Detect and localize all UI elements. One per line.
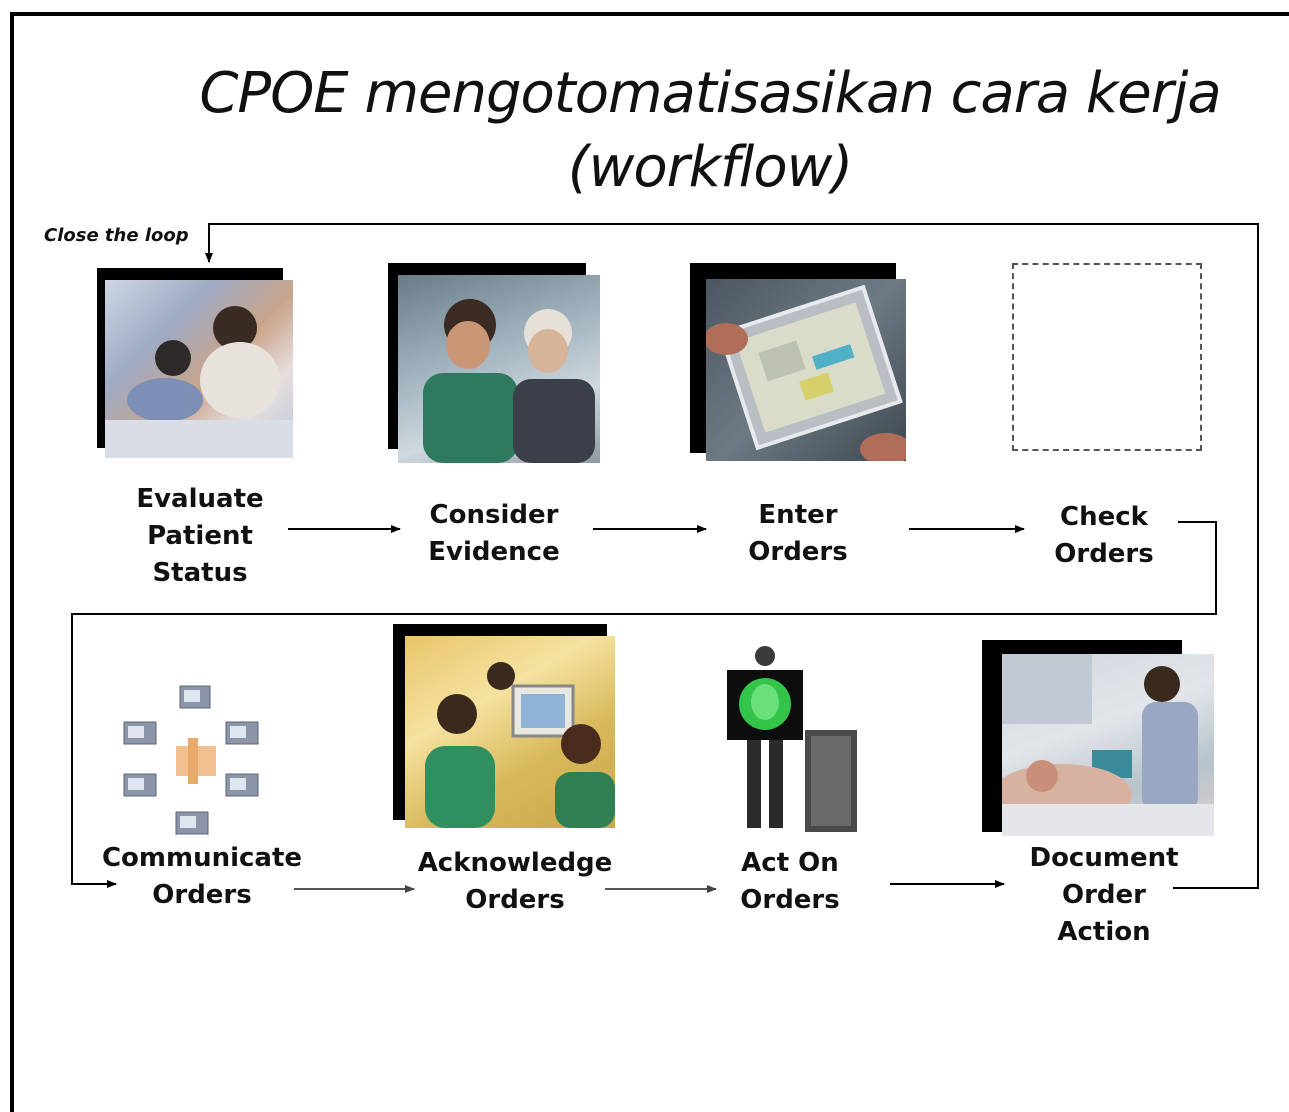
step-label-check-orders: Check Orders	[1054, 502, 1154, 569]
network-computers-icon	[122, 682, 262, 842]
nurse-with-child-photo	[97, 268, 295, 458]
step-label-acknowledge-orders: Acknowledge Orders	[417, 848, 613, 915]
xray-person-icon	[725, 644, 859, 834]
loop-back-line	[205, 223, 1259, 889]
step-label-act-on-orders: Act On Orders	[740, 848, 840, 915]
slide-frame	[10, 12, 1289, 1112]
tablet-order-entry-photo	[690, 263, 908, 463]
nurses-at-computer-photo	[393, 624, 625, 830]
step-label-consider-evidence: Consider Evidence	[428, 500, 560, 567]
row-wrap-line	[71, 521, 1217, 888]
step-label-evaluate-patient-status: Evaluate Patient Status	[136, 484, 264, 588]
step-label-communicate-orders: Communicate Orders	[101, 843, 303, 910]
doctors-discussing-photo	[388, 263, 600, 463]
step-label-document-order-action: Document Order Action	[1029, 843, 1179, 947]
close-the-loop-label: Close the loop	[44, 225, 189, 246]
empty-placeholder-frame	[1012, 263, 1206, 455]
flow-connectors	[71, 223, 1259, 893]
slide-title-line-1: CPOE mengotomatisasikan cara kerja	[199, 61, 1221, 126]
slide-title-line-2: (workflow)	[567, 135, 854, 200]
step-label-enter-orders: Enter Orders	[748, 500, 848, 567]
nurse-at-bedside-photo	[982, 640, 1214, 836]
